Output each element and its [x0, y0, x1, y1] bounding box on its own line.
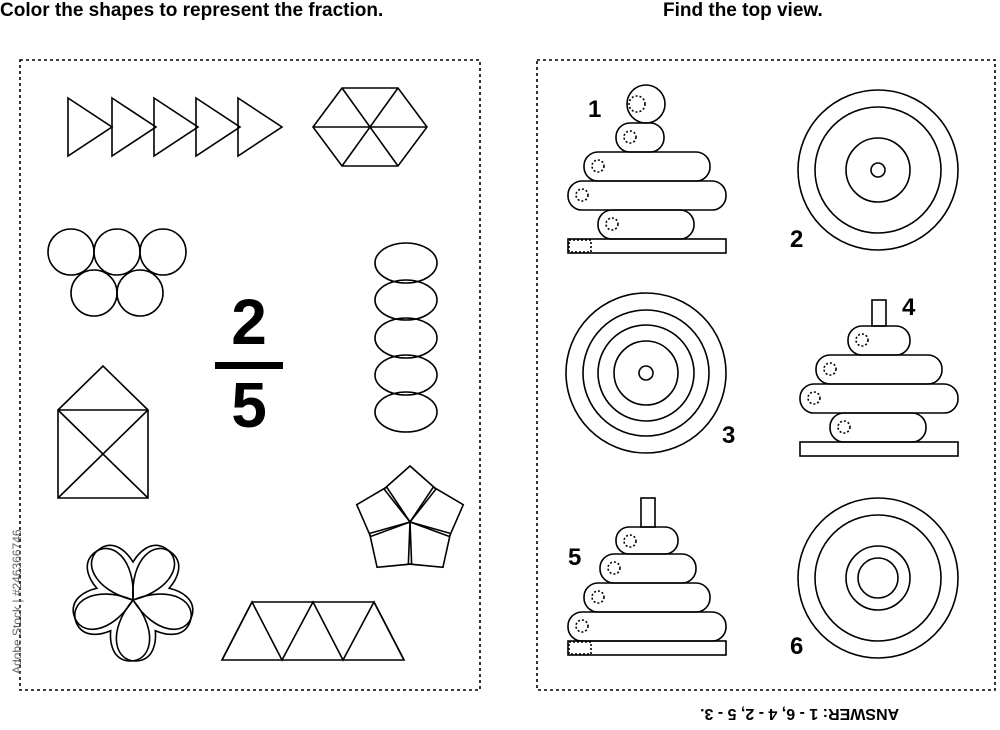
ovals-stack-shape — [374, 242, 438, 433]
clover-shape — [72, 544, 194, 662]
fraction-two-fifths: 2 5 — [215, 290, 283, 437]
triangles-row-shape — [67, 96, 284, 158]
circles-group-shape — [47, 228, 187, 317]
hexagon-shape — [312, 87, 428, 167]
top-view-3 — [565, 292, 727, 454]
pyramid-5 — [567, 497, 727, 656]
label-3: 3 — [722, 422, 736, 449]
right-panel — [536, 59, 996, 691]
star-shape — [355, 464, 465, 569]
top-view-6 — [797, 497, 959, 659]
trapezoid-shape — [220, 600, 406, 662]
fraction-denominator: 5 — [231, 369, 267, 441]
stock-watermark-text: Adobe Stock | #246366746 — [10, 529, 24, 674]
top-view-2 — [797, 89, 959, 251]
fraction-numerator: 2 — [231, 286, 267, 358]
right-title: Find the top view. — [663, 0, 823, 21]
left-panel — [19, 59, 481, 691]
label-6: 6 — [790, 633, 804, 660]
house-shape — [57, 364, 149, 499]
label-1: 1 — [588, 96, 602, 123]
pyramid-4 — [799, 299, 959, 457]
fraction-bar — [215, 362, 283, 369]
label-5: 5 — [568, 544, 582, 571]
answer-upside-down: ANSWER: 1 - 6, 4 - 2, 5 - 3. — [700, 705, 900, 722]
label-2: 2 — [790, 226, 804, 253]
left-title: Color the shapes to represent the fracti… — [0, 0, 384, 21]
label-4: 4 — [902, 294, 916, 321]
pyramid-1 — [567, 84, 727, 254]
